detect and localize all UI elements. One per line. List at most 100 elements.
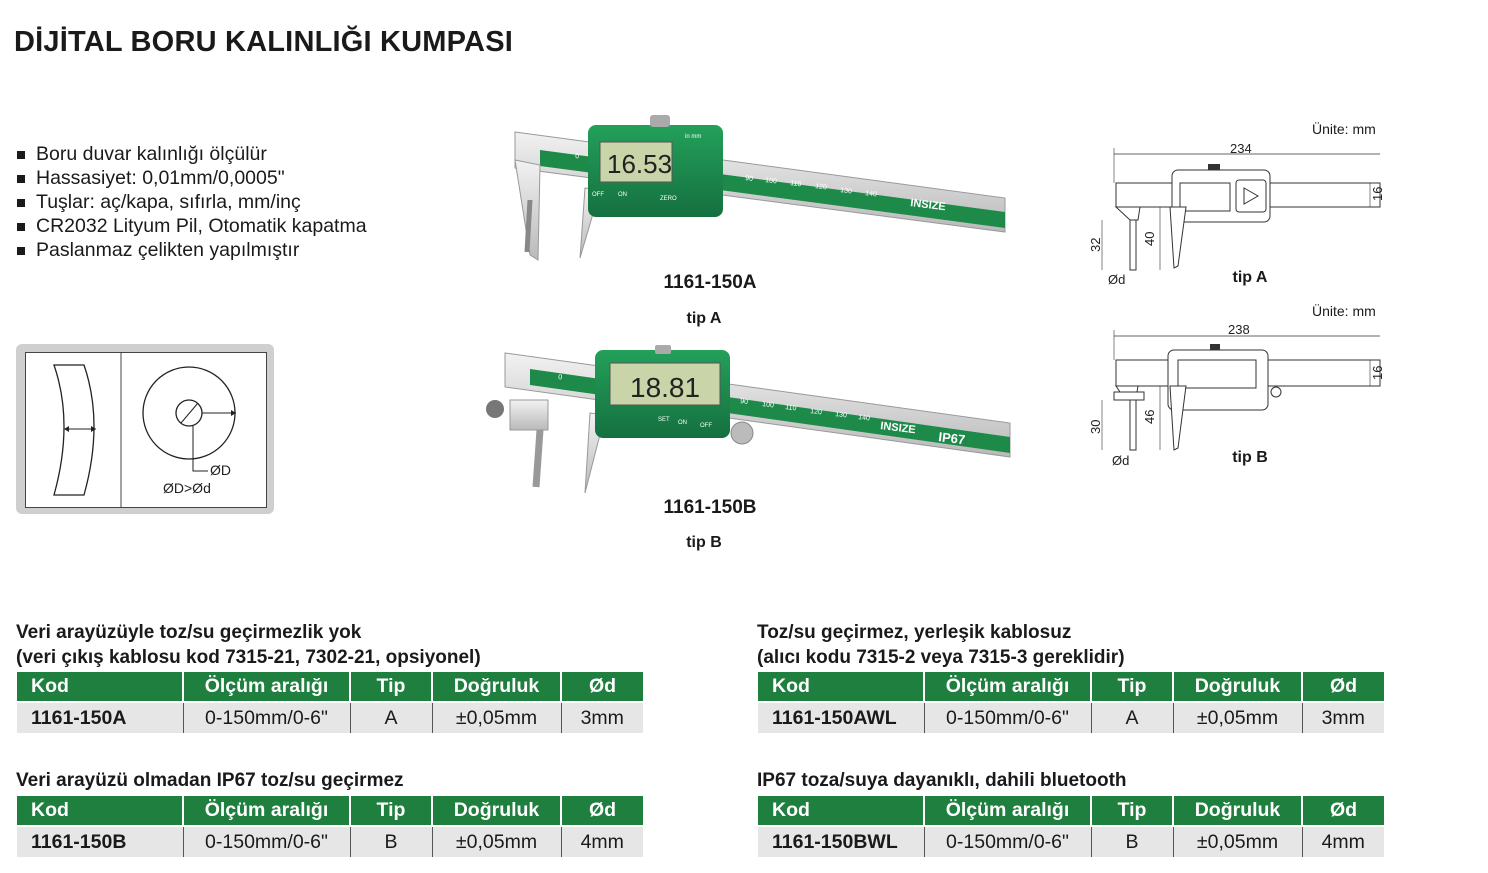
model-b-label: 1161-150B	[663, 497, 757, 518]
scale-tick: 120	[815, 183, 828, 191]
page-title: DİJİTAL BORU KALINLIĞI KUMPASI	[14, 26, 513, 58]
header-cell: Ød	[561, 672, 643, 702]
play-icon	[1243, 187, 1260, 205]
scale-tick: 130	[840, 187, 853, 195]
header-cell: Kod	[758, 672, 925, 702]
dim-pin: 30	[1088, 420, 1103, 434]
label-relation: ØD>Ød	[163, 480, 211, 496]
lock-screw	[486, 400, 504, 418]
table-title-line: Veri arayüzü olmadan IP67 toz/su geçirme…	[16, 770, 404, 791]
feature-item: Boru duvar kalınlığı ölçülür	[16, 142, 367, 166]
thumb-wheel	[1208, 164, 1220, 170]
moving-jaw	[1169, 385, 1187, 451]
header-cell: Kod	[17, 672, 184, 702]
roller-knob	[1270, 386, 1282, 398]
tip-b-label: tip B	[686, 534, 722, 551]
brand-logo: INSIZE	[880, 420, 917, 436]
diameter-cell: 3mm	[561, 701, 643, 733]
header-cell: Kod	[17, 796, 184, 826]
thumb-wheel	[655, 345, 671, 354]
zero-label: ZERO	[660, 196, 677, 202]
roller-knob	[730, 421, 754, 445]
dim-jaw: 40	[1142, 232, 1157, 246]
drawing-a-tip: tip A	[1232, 269, 1268, 286]
lcd-display	[609, 362, 721, 406]
thumb-wheel	[1210, 344, 1220, 350]
drawing-a: 234 16 40 32 Ød	[1088, 141, 1385, 287]
type-cell: B	[350, 825, 433, 857]
spec-table-1161-150awl: Kod Ölçüm aralığı Tip Doğruluk Ød 1161-1…	[758, 672, 1384, 733]
code-cell: 1161-150BWL	[758, 825, 925, 857]
off-label: OFF	[700, 423, 712, 429]
code-cell: 1161-150B	[17, 825, 184, 857]
header-cell: Ød	[1302, 672, 1384, 702]
code-cell: 1161-150AWL	[758, 701, 925, 733]
accuracy-cell: ±0,05mm	[1173, 701, 1303, 733]
dim-d: Ød	[1112, 453, 1129, 468]
button-outline	[1235, 179, 1267, 213]
pipe-wall-shape	[53, 364, 95, 496]
accuracy-cell: ±0,05mm	[432, 701, 562, 733]
range-cell: 0-150mm/0-6"	[924, 825, 1092, 857]
drawing-a-unit: Ünite: mm	[1312, 121, 1376, 137]
header-cell: Ölçüm aralığı	[183, 672, 351, 702]
header-cell: Ölçüm aralığı	[924, 796, 1092, 826]
pipe-diagram-svg: ØD ØD>Ød	[53, 353, 236, 507]
pin-tip	[532, 429, 544, 488]
feature-list: Boru duvar kalınlığı ölçülür Hassasiyet:…	[16, 142, 367, 262]
moving-jaw	[1169, 206, 1187, 269]
caliper-b-image: 0 90 100 110 120 130 140 INSIZE IP67 18.…	[486, 345, 1011, 494]
table-title-line: (alıcı kodu 7315-2 veya 7315-3 gereklidi…	[757, 647, 1125, 668]
table-title-line: Toz/su geçirmez, yerleşik kablosuz	[757, 622, 1072, 643]
outer-dim-arrow	[231, 410, 236, 416]
scale-tick: 90	[745, 175, 754, 183]
pin-outline	[1129, 219, 1137, 271]
feature-item: CR2032 Lityum Pil, Otomatik kapatma	[16, 214, 367, 238]
table-row: 1161-150B 0-150mm/0-6" B ±0,05mm 4mm	[17, 825, 643, 857]
header-cell: Doğruluk	[1173, 796, 1303, 826]
on-label: ON	[678, 420, 687, 426]
anvil-outline	[1113, 391, 1145, 401]
scale-tick: 100	[765, 177, 778, 185]
pipe-wall-illustration: ØD ØD>Ød	[16, 344, 274, 514]
range-cell: 0-150mm/0-6"	[183, 825, 351, 857]
table-row: 1161-150BWL 0-150mm/0-6" B ±0,05mm 4mm	[758, 825, 1384, 857]
leader-line	[192, 425, 208, 472]
diameter-cell: 3mm	[1302, 701, 1384, 733]
header-cell: Kod	[758, 796, 925, 826]
display-reading: 18.81	[630, 372, 700, 403]
lcd-outline	[1177, 359, 1257, 389]
header-cell: Ölçüm aralığı	[183, 796, 351, 826]
diameter-cell: 4mm	[561, 825, 643, 857]
feature-item: Tuşlar: aç/kapa, sıfırla, mm/inç	[16, 190, 367, 214]
diameter-cell: 4mm	[1302, 825, 1384, 857]
accuracy-cell: ±0,05mm	[432, 825, 562, 857]
header-cell: Tip	[1091, 796, 1174, 826]
header-cell: Tip	[350, 672, 433, 702]
label-d-big: ØD	[210, 462, 231, 478]
ip67-badge: IP67	[938, 429, 966, 447]
model-a-label: 1161-150A	[663, 272, 757, 293]
range-cell: 0-150mm/0-6"	[183, 701, 351, 733]
table-row: 1161-150A 0-150mm/0-6" A ±0,05mm 3mm	[17, 701, 643, 733]
header-cell: Ød	[561, 796, 643, 826]
header-cell: Tip	[1091, 672, 1174, 702]
thumb-wheel	[650, 115, 670, 127]
table-title-line: IP67 toza/suya dayanıklı, dahili bluetoo…	[757, 770, 1127, 791]
drawing-b: 238 16 46 30 Ød	[1088, 322, 1385, 468]
pin-tip	[524, 199, 533, 253]
lcd-display	[599, 141, 673, 183]
type-cell: A	[350, 701, 433, 733]
on-label: ON	[618, 192, 627, 198]
header-cell: Doğruluk	[432, 796, 562, 826]
type-cell: A	[1091, 701, 1174, 733]
unit-marker: in mm	[685, 134, 701, 140]
dim-height: 16	[1370, 187, 1385, 201]
illustration-frame: ØD ØD>Ød	[25, 352, 267, 508]
dim-length: 238	[1228, 322, 1250, 337]
header-cell: Doğruluk	[432, 672, 562, 702]
type-cell: B	[1091, 825, 1174, 857]
table-title-line: (veri çıkış kablosu kod 7315-21, 7302-21…	[16, 647, 481, 668]
spec-table-1161-150bwl: Kod Ölçüm aralığı Tip Doğruluk Ød 1161-1…	[758, 796, 1384, 857]
dim-pin: 32	[1088, 238, 1103, 252]
